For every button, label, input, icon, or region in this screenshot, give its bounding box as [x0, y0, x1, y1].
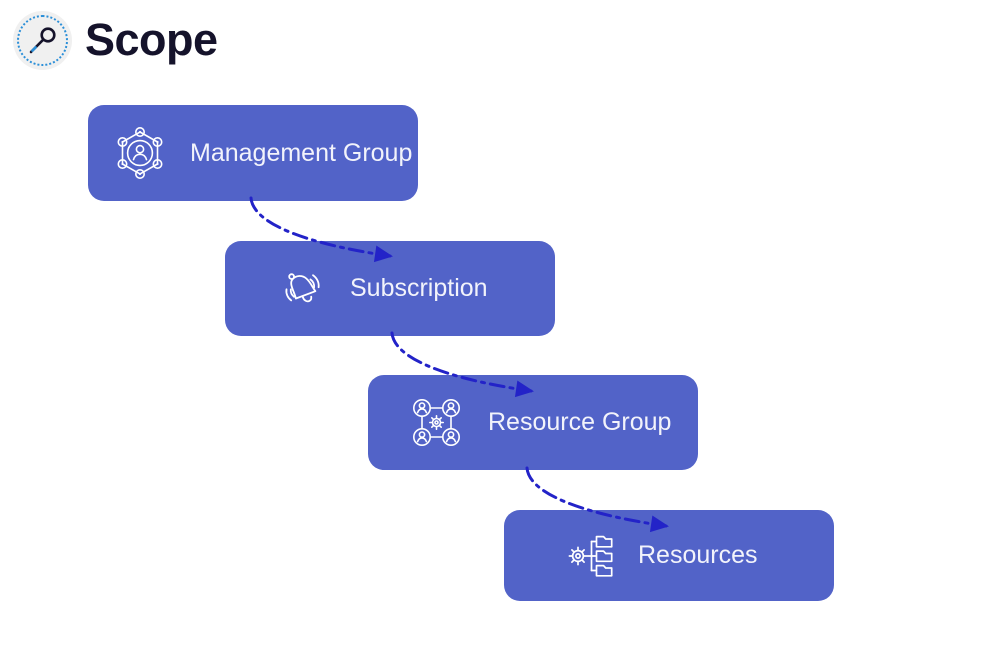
node-label-resources: Resources	[638, 541, 758, 569]
management-group-icon	[112, 125, 168, 181]
node-label-management-group: Management Group	[190, 138, 413, 167]
resources-icon	[566, 530, 618, 582]
node-label-resource-group: Resource Group	[488, 408, 672, 436]
node-subscription[interactable]: Subscription	[225, 241, 555, 336]
subscription-bell-icon	[280, 265, 328, 313]
key-icon	[13, 11, 72, 70]
dotted-ring	[17, 15, 68, 66]
page-header: Scope	[0, 0, 995, 88]
node-label-subscription: Subscription	[350, 274, 488, 302]
node-resources[interactable]: Resources	[504, 510, 834, 601]
node-management-group[interactable]: Management Group	[88, 105, 418, 201]
page-title: Scope	[85, 14, 218, 65]
resource-group-icon	[410, 397, 466, 449]
node-resource-group[interactable]: Resource Group	[368, 375, 698, 470]
